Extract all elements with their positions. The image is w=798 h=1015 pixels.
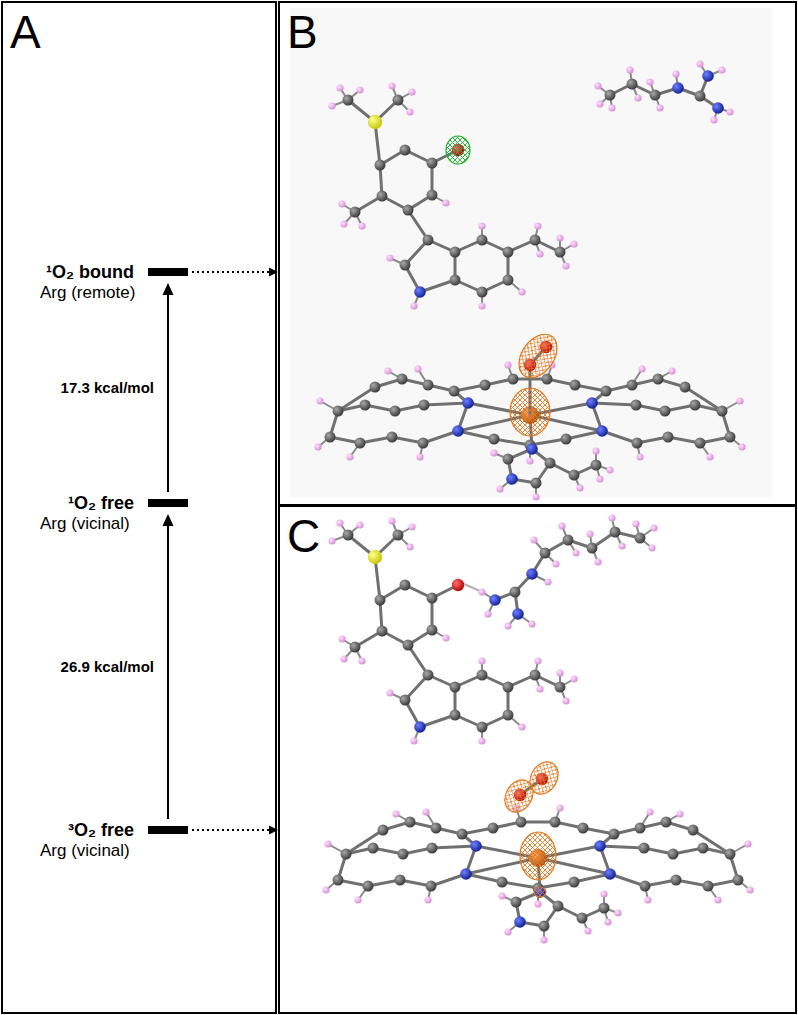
carbon-atom (610, 527, 621, 538)
arrowhead (163, 283, 174, 295)
arrow-shaft (192, 271, 270, 273)
heme-histidine (322, 804, 753, 943)
hydrogen-atom (696, 60, 703, 67)
hydrogen-atom (672, 70, 679, 77)
arrow-shaft (167, 294, 169, 492)
arrow-shaft (192, 829, 270, 831)
hydrogen-atom (528, 620, 535, 627)
spin-density (524, 757, 564, 799)
energy-level-bar (148, 268, 188, 276)
panel-letter: B (287, 9, 318, 55)
carbon-atom (605, 90, 616, 101)
nitrogen-atom (672, 82, 684, 94)
energy-level-bar (148, 499, 188, 507)
hydrogen-atom (586, 530, 593, 537)
hydrogen-atom (544, 578, 551, 585)
carbon-atom (563, 535, 574, 546)
arrow-shaft (167, 525, 169, 819)
hydrogen-atom (484, 610, 491, 617)
nitrogen-atom (526, 568, 538, 580)
energy-arrow (163, 514, 174, 819)
level-name: ³O₂ free (68, 819, 134, 841)
hydrogen-atom (646, 78, 653, 85)
render-background (290, 8, 772, 497)
hydrogen-atom (650, 524, 657, 531)
hydrogen-atom (552, 560, 559, 567)
spin-density (446, 136, 470, 164)
energy-gap-label: 26.9 kcal/mol (61, 658, 154, 676)
carbon-atom (540, 548, 551, 559)
bond (482, 518, 654, 626)
hydrogen-atom (648, 544, 655, 551)
carbon-atom (587, 543, 598, 554)
crosslinked-residues (328, 517, 577, 744)
crosslinked-residues (328, 82, 577, 309)
figure-panel: A¹O₂ boundArg (remote)¹O₂ freeArg (vicin… (1, 1, 277, 1014)
figure-panel: C (278, 505, 797, 1014)
hydrogen-atom (558, 522, 565, 529)
figure-panel: B (278, 1, 797, 506)
hydrogen-atom (656, 104, 663, 111)
hydrogen-atom (594, 82, 601, 89)
hydrogen-atom (710, 116, 717, 123)
panel-letter: C (287, 513, 320, 559)
spin-density (520, 832, 556, 880)
nitrogen-atom (712, 102, 724, 114)
level-note: Arg (vicinal) (40, 840, 130, 862)
spin-density (511, 327, 565, 385)
hydrogen-atom (718, 66, 725, 73)
level-note: Arg (vicinal) (40, 513, 130, 535)
nitrogen-atom (512, 608, 524, 620)
energy-level: ³O₂ freeArg (vicinal) (38, 819, 192, 841)
hydrogen-atom (608, 514, 615, 521)
bond (515, 532, 640, 592)
carbon-atom (650, 90, 661, 101)
hydrogen-bond (464, 584, 480, 591)
level-name: ¹O₂ free (68, 492, 134, 514)
energy-level: ¹O₂ freeArg (vicinal) (38, 492, 192, 514)
energy-gap-label: 17.3 kcal/mol (61, 379, 154, 397)
hydrogen-atom (618, 542, 625, 549)
bond (598, 64, 730, 120)
energy-level-bar (148, 826, 188, 834)
nitrogen-atom (702, 70, 714, 82)
carbon-atom (695, 91, 706, 102)
hydrogen-atom (634, 94, 641, 101)
nitrogen-atom (489, 594, 501, 606)
hydrogen-atom (594, 558, 601, 565)
pointer-arrow (192, 268, 278, 277)
level-name: ¹O₂ bound (46, 261, 134, 283)
hydrogen-atom (626, 66, 633, 73)
hydrogen-atom (478, 588, 485, 595)
hydrogen-atom (726, 108, 733, 115)
hydrogen-atom (632, 520, 639, 527)
panel-letter: A (10, 9, 41, 55)
spin-density (534, 887, 546, 897)
carbon-atom (510, 587, 521, 598)
level-note: Arg (remote) (40, 282, 135, 304)
arrowhead (163, 514, 174, 526)
carbon-atom (635, 533, 646, 544)
hydrogen-atom (530, 536, 537, 543)
hydrogen-atom (572, 549, 579, 556)
hydrogen-atom (596, 100, 603, 107)
hydrogen-atom (504, 622, 511, 629)
carbon-atom (627, 79, 638, 90)
hydrogen-atom (608, 104, 615, 111)
energy-level: ¹O₂ boundArg (remote) (38, 261, 192, 283)
pointer-arrow (192, 826, 278, 835)
spin-density (510, 388, 550, 436)
energy-arrow (163, 283, 174, 492)
